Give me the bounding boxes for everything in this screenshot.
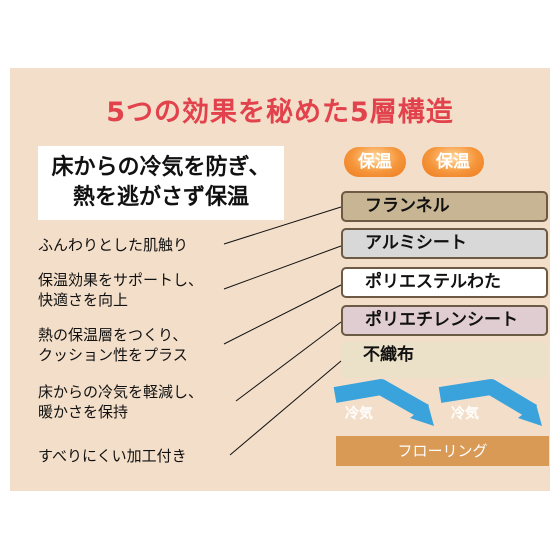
- leader-line-1: [223, 206, 342, 245]
- leader-line-4: [235, 321, 342, 402]
- feature-1-line-1: ふんわりとした肌触り: [38, 236, 189, 254]
- feature-5: すべりにくい加工付き: [38, 446, 187, 466]
- leader-line-2: [223, 245, 342, 290]
- layer-flannel: フランネル: [341, 191, 548, 222]
- feature-5-line-1: すべりにくい加工付き: [38, 447, 187, 465]
- warmth-badge-1: 保温: [344, 147, 406, 177]
- feature-2: 保温効果をサポートし、 快適さを向上: [38, 270, 203, 310]
- feature-3-line-1: 熱の保温層をつくり、: [38, 326, 188, 344]
- feature-3-line-2: クッション性をプラス: [38, 346, 188, 364]
- leader-line-5: [229, 360, 342, 456]
- cold-air-arrow-2: [438, 379, 542, 426]
- callout-box: 床からの冷気を防ぎ、 熱を逃がさず保温: [38, 146, 284, 220]
- layer-aluminum-sheet: アルミシート: [341, 228, 548, 259]
- feature-4: 床からの冷気を軽減し、 暖かさを保持: [38, 382, 203, 422]
- feature-2-line-1: 保温効果をサポートし、: [38, 271, 204, 289]
- feature-4-line-2: 暖かさを保持: [38, 403, 129, 421]
- cold-air-arrow-1: [333, 379, 434, 426]
- layer-nonwoven: 不織布: [341, 342, 548, 378]
- layer-polyester-wadding: ポリエステルわた: [341, 267, 548, 298]
- feature-2-line-2: 快適さを向上: [38, 291, 129, 309]
- callout-line-2: 熱を逃がさず保温: [72, 185, 249, 210]
- page-title: 5つの効果を秘めた5層構造: [106, 97, 454, 128]
- feature-3: 熱の保温層をつくり、 クッション性をプラス: [38, 325, 188, 365]
- leader-line-3: [223, 284, 342, 345]
- cold-air-label-2: 冷気: [451, 406, 479, 422]
- cold-air-label-1: 冷気: [345, 406, 373, 422]
- feature-4-line-1: 床からの冷気を軽減し、: [38, 383, 204, 401]
- feature-1: ふんわりとした肌触り: [38, 235, 188, 255]
- callout-line-1: 床からの冷気を防ぎ、: [51, 155, 271, 180]
- layer-polyethylene-sheet: ポリエチレンシート: [341, 305, 548, 336]
- warmth-badge-2: 保温: [422, 147, 484, 177]
- flooring-bar: フローリング: [336, 436, 549, 466]
